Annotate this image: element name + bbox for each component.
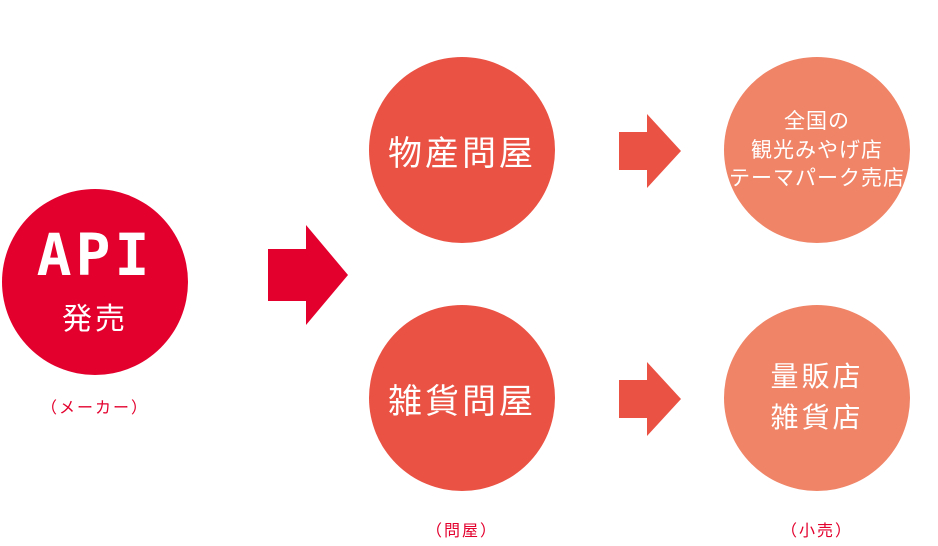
retail-line: 雑貨店 (770, 401, 864, 434)
wholesale-label: 物産問屋 (388, 133, 536, 174)
retail-caption: （小売） (780, 521, 853, 540)
retail-circle-massmarket: 量販店 雑貨店 (724, 305, 910, 491)
retail-line: テーマパーク売店 (729, 166, 905, 191)
wholesale-circle-zakka: 雑貨問屋 (369, 305, 555, 491)
maker-brand: API (36, 221, 154, 289)
wholesale-circle-bussan: 物産問屋 (369, 57, 555, 243)
retail-line: 観光みやげ店 (751, 137, 883, 162)
maker-role: 発売 (62, 302, 128, 337)
retail-line: 量販店 (770, 360, 864, 394)
retail-line: 全国の (784, 109, 850, 134)
arrow-right-icon (619, 362, 681, 436)
arrow-right-icon (619, 114, 681, 188)
wholesale-caption: （問屋） (425, 521, 498, 540)
maker-caption: （メーカー） (40, 398, 149, 417)
arrow-right-icon (268, 225, 348, 325)
arrow-main-shape (268, 225, 348, 325)
retail-circle-souvenir: 全国の 観光みやげ店 テーマパーク売店 (724, 57, 910, 243)
wholesale-label: 雑貨問屋 (388, 381, 536, 422)
maker-circle: API 発売 (2, 189, 188, 375)
arrow-secondary-shape (619, 362, 681, 436)
arrow-secondary-shape (619, 114, 681, 188)
